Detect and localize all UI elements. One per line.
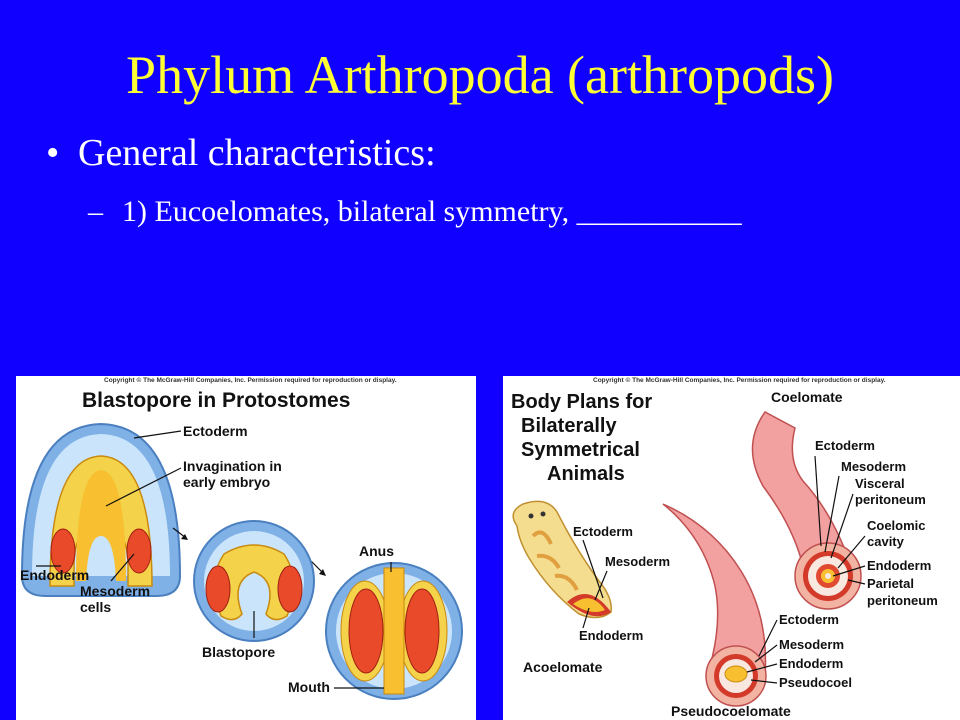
pseudo-label-endoderm: Endoderm: [779, 656, 843, 671]
right-title-line-4: Animals: [547, 463, 625, 485]
coelomate-label-mesoderm: Mesoderm: [841, 459, 906, 474]
body-plans-diagram: Copyright © The McGraw-Hill Companies, I…: [511, 376, 938, 719]
coelomate-label-visceral: Visceral: [855, 476, 905, 491]
coelomate-label-ectoderm: Ectoderm: [815, 438, 875, 453]
slide-title: Phylum Arthropoda (arthropods): [126, 45, 834, 105]
left-figure-title: Blastopore in Protostomes: [82, 389, 350, 412]
coelomate-label-peritoneum-2: peritoneum: [867, 593, 938, 608]
coelomate-label-coelomic: Coelomic: [867, 518, 926, 533]
coelomate-label-cavity: cavity: [867, 534, 905, 549]
left-copyright: Copyright © The McGraw-Hill Companies, I…: [104, 376, 397, 384]
sub-bullet-eucoelomates: –1) Eucoelomates, bilateral symmetry, __…: [88, 190, 742, 234]
pseudocoelomate-name: Pseudocoelomate: [671, 703, 791, 719]
label-mesoderm-1: Mesoderm: [80, 583, 150, 599]
pseudo-label-ectoderm: Ectoderm: [779, 612, 839, 627]
sub-bullet-text: 1) Eucoelomates, bilateral symmetry, ___…: [122, 195, 742, 228]
coelomate-worm: [751, 411, 862, 610]
embryo-stage-2: [193, 520, 315, 642]
label-invagination-2: early embryo: [183, 474, 270, 490]
bullet-marker: •: [46, 132, 60, 174]
blastopore-figure: Copyright © The McGraw-Hill Companies, I…: [16, 376, 476, 720]
pseudo-label-pseudocoel: Pseudocoel: [779, 675, 852, 690]
label-invagination-1: Invagination in: [183, 458, 282, 474]
label-mouth: Mouth: [288, 679, 330, 695]
acoelomate-name: Acoelomate: [523, 659, 603, 675]
acoelomate-label-mesoderm: Mesoderm: [605, 554, 670, 569]
acoelomate-flatworm: [512, 500, 612, 619]
right-title-line-1: Body Plans for: [511, 391, 652, 413]
right-title-line-2: Bilaterally: [521, 415, 617, 437]
label-ectoderm: Ectoderm: [183, 423, 248, 439]
right-title-line-3: Symmetrical: [521, 439, 640, 461]
coelomate-label-parietal: Parietal: [867, 576, 914, 591]
acoelomate-label-endoderm: Endoderm: [579, 628, 643, 643]
pseudocoelomate-worm: [662, 503, 767, 707]
coelomate-label-endoderm: Endoderm: [867, 558, 931, 573]
bullet-text: General characteristics:: [78, 132, 436, 174]
embryo-stage-1: [20, 422, 182, 597]
label-blastopore: Blastopore: [202, 644, 275, 660]
label-endoderm: Endoderm: [20, 567, 89, 583]
embryo-stage-3: [325, 562, 463, 700]
blastopore-diagram: Copyright © The McGraw-Hill Companies, I…: [20, 376, 463, 700]
label-anus: Anus: [359, 543, 394, 559]
acoelomate-label-ectoderm: Ectoderm: [573, 524, 633, 539]
bullet-general-characteristics: • General characteristics:: [46, 128, 436, 178]
label-mesoderm-2: cells: [80, 599, 111, 615]
right-copyright: Copyright © The McGraw-Hill Companies, I…: [593, 376, 886, 384]
body-plans-figure: Copyright © The McGraw-Hill Companies, I…: [503, 376, 960, 720]
pseudo-label-mesoderm: Mesoderm: [779, 637, 844, 652]
coelomate-name: Coelomate: [771, 389, 843, 405]
sub-bullet-marker: –: [88, 195, 103, 228]
coelomate-label-peritoneum-1: peritoneum: [855, 492, 926, 507]
